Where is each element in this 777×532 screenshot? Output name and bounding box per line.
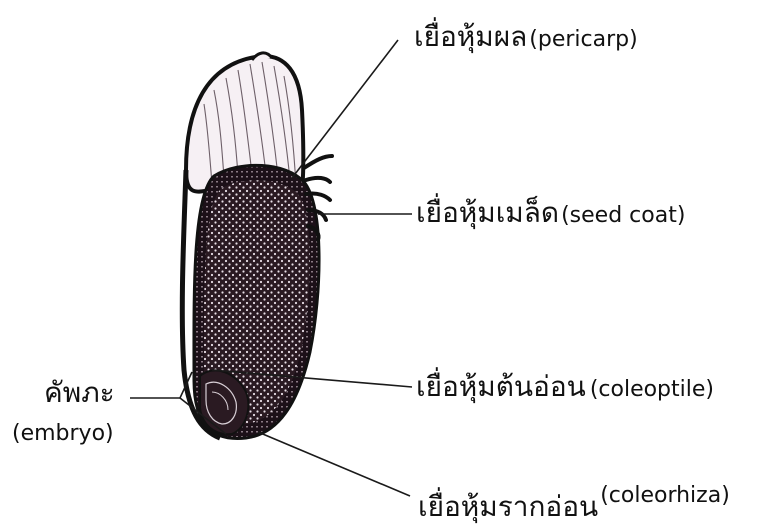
pericarp-label: เยื่อหุ้มผล(pericarp) bbox=[414, 17, 638, 54]
embryo-label-thai: คัพภะ bbox=[44, 376, 115, 409]
embryo-label-english: (embryo) bbox=[12, 421, 114, 446]
seed-coat-label: เยื่อหุ้มเมล็ด(seed coat) bbox=[416, 193, 685, 230]
coleorhiza-leader bbox=[258, 432, 410, 496]
pericarp-leader bbox=[292, 40, 398, 178]
coleorhiza-label: เยื่อหุ้มรากอ่อน(coleorhiza) bbox=[418, 483, 730, 524]
coleoptile-label: เยื่อหุ้มต้นอ่อน(coleoptile) bbox=[416, 367, 714, 404]
